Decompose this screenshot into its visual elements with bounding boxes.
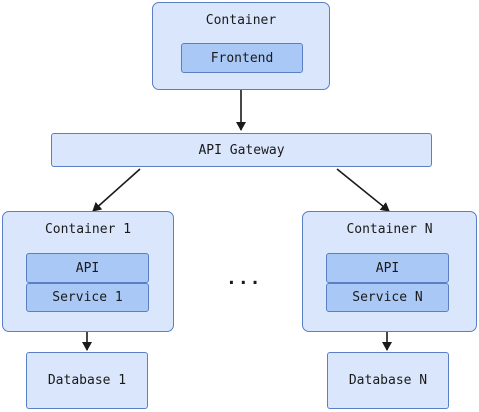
container-n-api-node: API bbox=[326, 253, 449, 283]
frontend-label: Frontend bbox=[210, 50, 274, 66]
edge-gateway-to-container-n bbox=[336, 168, 390, 212]
api-gateway-node: API Gateway bbox=[51, 133, 432, 167]
container-n-node: Container N API Service N bbox=[302, 211, 477, 332]
service-1-label: Service 1 bbox=[52, 290, 123, 305]
api-gateway-label: API Gateway bbox=[198, 142, 285, 158]
top-container-node: Container Frontend bbox=[152, 2, 330, 90]
database-1-label: Database 1 bbox=[47, 373, 127, 388]
container-1-node: Container 1 API Service 1 bbox=[2, 211, 174, 332]
service-n-label: Service N bbox=[352, 290, 423, 305]
database-n-label: Database N bbox=[348, 373, 428, 388]
more-containers-ellipsis: ... bbox=[226, 268, 262, 289]
container-1-api-label: API bbox=[75, 260, 100, 276]
database-n-node: Database N bbox=[327, 352, 449, 409]
container-n-label: Container N bbox=[346, 222, 433, 237]
edge-gateway-to-container-1 bbox=[92, 168, 141, 212]
container-1-label: Container 1 bbox=[44, 222, 132, 237]
service-1-node: Service 1 bbox=[26, 283, 149, 312]
service-n-node: Service N bbox=[326, 283, 449, 312]
container-1-api-node: API bbox=[26, 253, 149, 283]
frontend-node: Frontend bbox=[181, 43, 303, 73]
database-1-node: Database 1 bbox=[26, 352, 148, 409]
top-container-label: Container bbox=[205, 13, 277, 28]
container-n-api-label: API bbox=[375, 260, 400, 276]
